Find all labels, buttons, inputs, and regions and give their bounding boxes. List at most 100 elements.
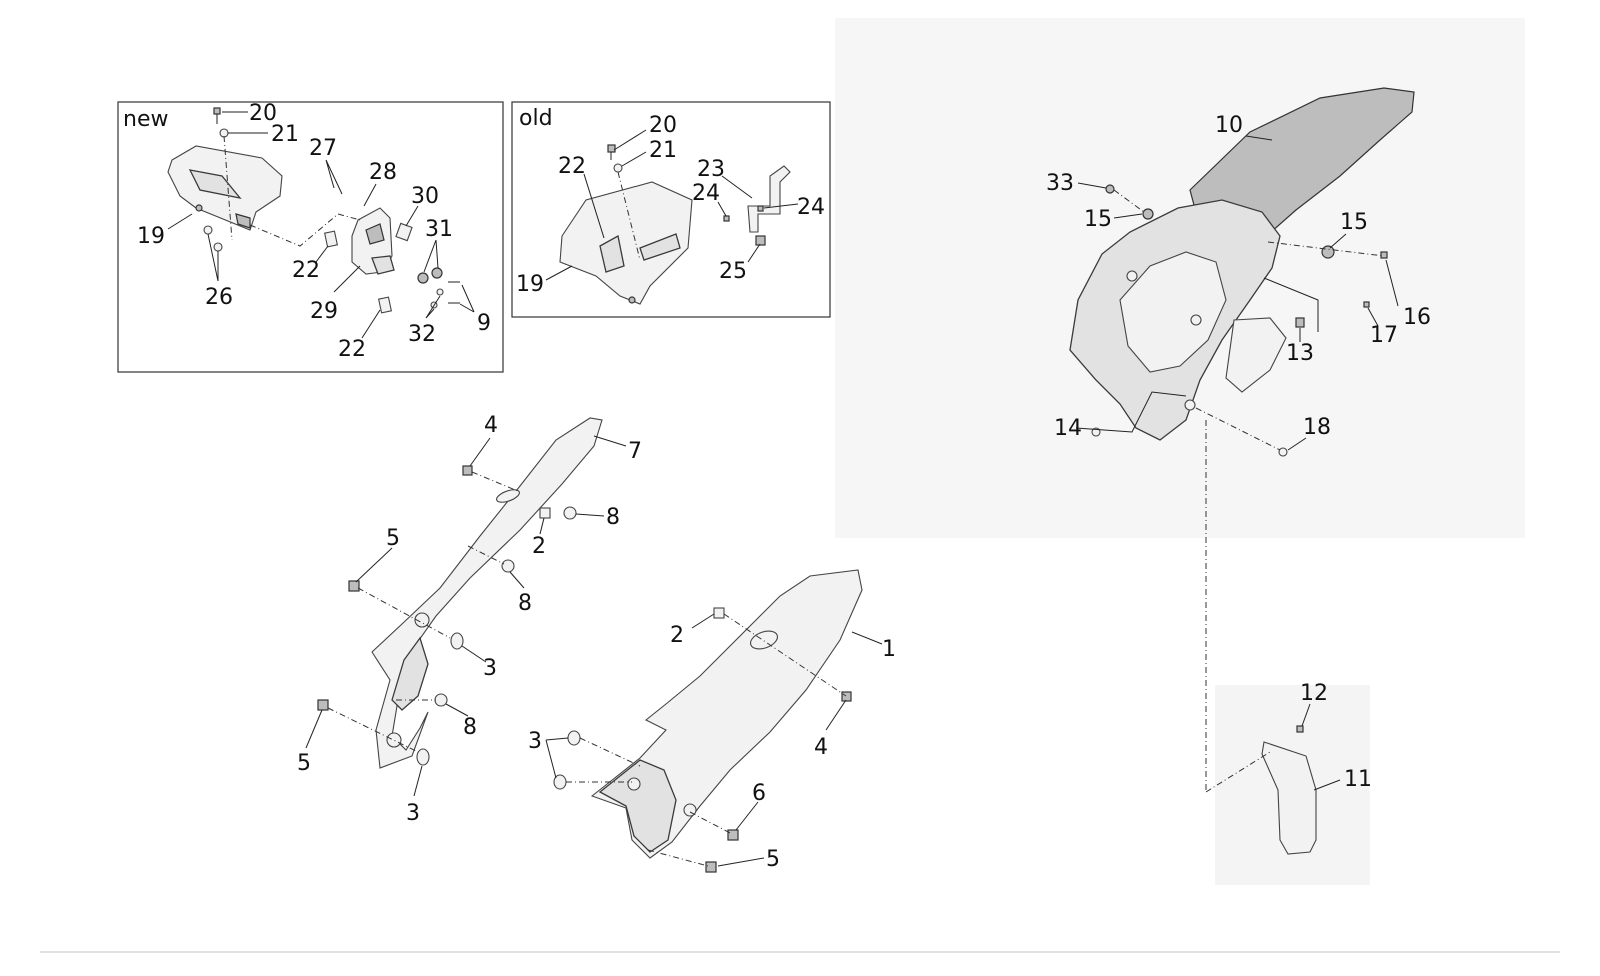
callout-12: 12	[1300, 681, 1328, 706]
bolt-6	[727, 829, 739, 841]
leader-4a	[469, 437, 491, 467]
leader-8b	[509, 571, 525, 589]
leader-old-24a	[717, 201, 727, 217]
leader-new-28	[363, 183, 377, 207]
washer-32a	[436, 288, 444, 296]
nut-15a	[1142, 208, 1154, 220]
rear-fender-assembly: 10 33 15 15 16 17 13 14 18	[1046, 87, 1431, 792]
callout-new-26: 26	[205, 285, 233, 310]
fender-hole-1	[1126, 270, 1138, 282]
callout-18: 18	[1303, 415, 1331, 440]
washer-8b	[501, 559, 515, 573]
fender-hole-3	[1184, 399, 1196, 411]
callout-old-19: 19	[516, 272, 544, 297]
leader-17	[1367, 307, 1379, 327]
right-side-cover-assembly: 2 1 4 3 6 5	[528, 569, 896, 873]
bolt-20-new	[213, 107, 221, 124]
bush-26b	[213, 242, 223, 252]
fender-side-flap	[1225, 317, 1287, 393]
mudflap-assembly: 12 11	[1205, 681, 1372, 855]
left-dash-3	[357, 587, 451, 639]
callout-old-25: 25	[719, 259, 747, 284]
grommet-33	[1105, 184, 1115, 194]
new-box-label: new	[123, 107, 168, 132]
right-dash-1	[723, 613, 847, 697]
callout-old-21: 21	[649, 138, 677, 163]
callout-old-24b: 24	[797, 195, 825, 220]
bolt-5a	[348, 580, 360, 592]
bolt-5c	[705, 861, 717, 873]
spacer-2a	[539, 507, 551, 519]
leader-14	[1075, 391, 1187, 433]
callout-3b: 3	[406, 801, 420, 826]
fender-inner-shell	[1119, 251, 1227, 373]
callout-5a: 5	[386, 526, 400, 551]
callout-4a: 4	[484, 413, 498, 438]
fender-hole-2	[1190, 314, 1202, 326]
old-box-label: old	[519, 106, 553, 131]
callout-old-23: 23	[697, 157, 725, 182]
callout-new-31: 31	[425, 217, 453, 242]
right-dash-2	[579, 737, 641, 767]
nut-15b	[1321, 245, 1335, 259]
part-7-boss-upper	[414, 612, 430, 628]
leader-new-9	[459, 284, 475, 313]
washer-3a	[450, 632, 464, 650]
callout-11: 11	[1344, 767, 1372, 792]
leader-new-31	[423, 239, 439, 273]
bolt-4a	[462, 465, 473, 476]
callout-1: 1	[882, 637, 896, 662]
leader-11	[1313, 779, 1341, 791]
leader-old-20	[613, 129, 647, 151]
nut-31a	[417, 272, 429, 284]
screw-16	[1380, 251, 1388, 259]
screw-24a	[723, 215, 730, 222]
leader-new-30	[405, 205, 419, 227]
callout-new-21: 21	[271, 122, 299, 147]
leader-3a	[461, 645, 487, 663]
bolt-20-old	[607, 144, 616, 153]
left-dash-1	[471, 471, 521, 493]
leader-2b	[691, 613, 715, 629]
callout-15a: 15	[1084, 207, 1112, 232]
new-centre-line	[249, 213, 361, 247]
leader-old-23	[721, 175, 753, 199]
nut-31b	[431, 267, 443, 279]
callout-5c: 5	[766, 847, 780, 872]
callout-8c: 8	[463, 715, 477, 740]
callout-3c: 3	[528, 729, 542, 754]
leader-new-22b	[361, 309, 381, 339]
callout-new-20: 20	[249, 101, 277, 126]
callout-new-32: 32	[408, 322, 436, 347]
callout-2a: 2	[532, 534, 546, 559]
callout-5b: 5	[297, 751, 311, 776]
leader-new-22a	[315, 245, 329, 263]
right-dash-5	[647, 849, 709, 867]
leader-8a	[575, 513, 605, 517]
leader-33	[1077, 182, 1107, 189]
callout-new-29: 29	[310, 299, 338, 324]
leader-5a	[355, 547, 393, 583]
leader-old-22	[583, 173, 605, 239]
leader-4b	[825, 699, 847, 731]
old-box-frame	[511, 101, 831, 318]
callout-10: 10	[1215, 113, 1243, 138]
callout-17: 17	[1370, 323, 1398, 348]
part-7-side-cover	[371, 417, 603, 769]
right-dash-4	[689, 811, 733, 835]
leader-2a	[539, 517, 545, 535]
washer-3b	[416, 748, 430, 766]
part-30	[395, 222, 413, 242]
part-7-boss-lower	[386, 732, 402, 748]
part-1-boss-1	[627, 777, 641, 791]
screw-12	[1296, 725, 1304, 733]
left-side-cover-assembly: 4 7 8 2 5 8 3 8 5 3	[297, 413, 642, 826]
washer-21-old	[613, 163, 623, 173]
leader-old-21	[621, 151, 647, 167]
leader-18	[1287, 437, 1307, 451]
pad-22a-new	[324, 230, 338, 248]
leader-new-32	[425, 295, 441, 319]
clip-25	[755, 235, 766, 246]
leader-10	[1245, 135, 1273, 141]
